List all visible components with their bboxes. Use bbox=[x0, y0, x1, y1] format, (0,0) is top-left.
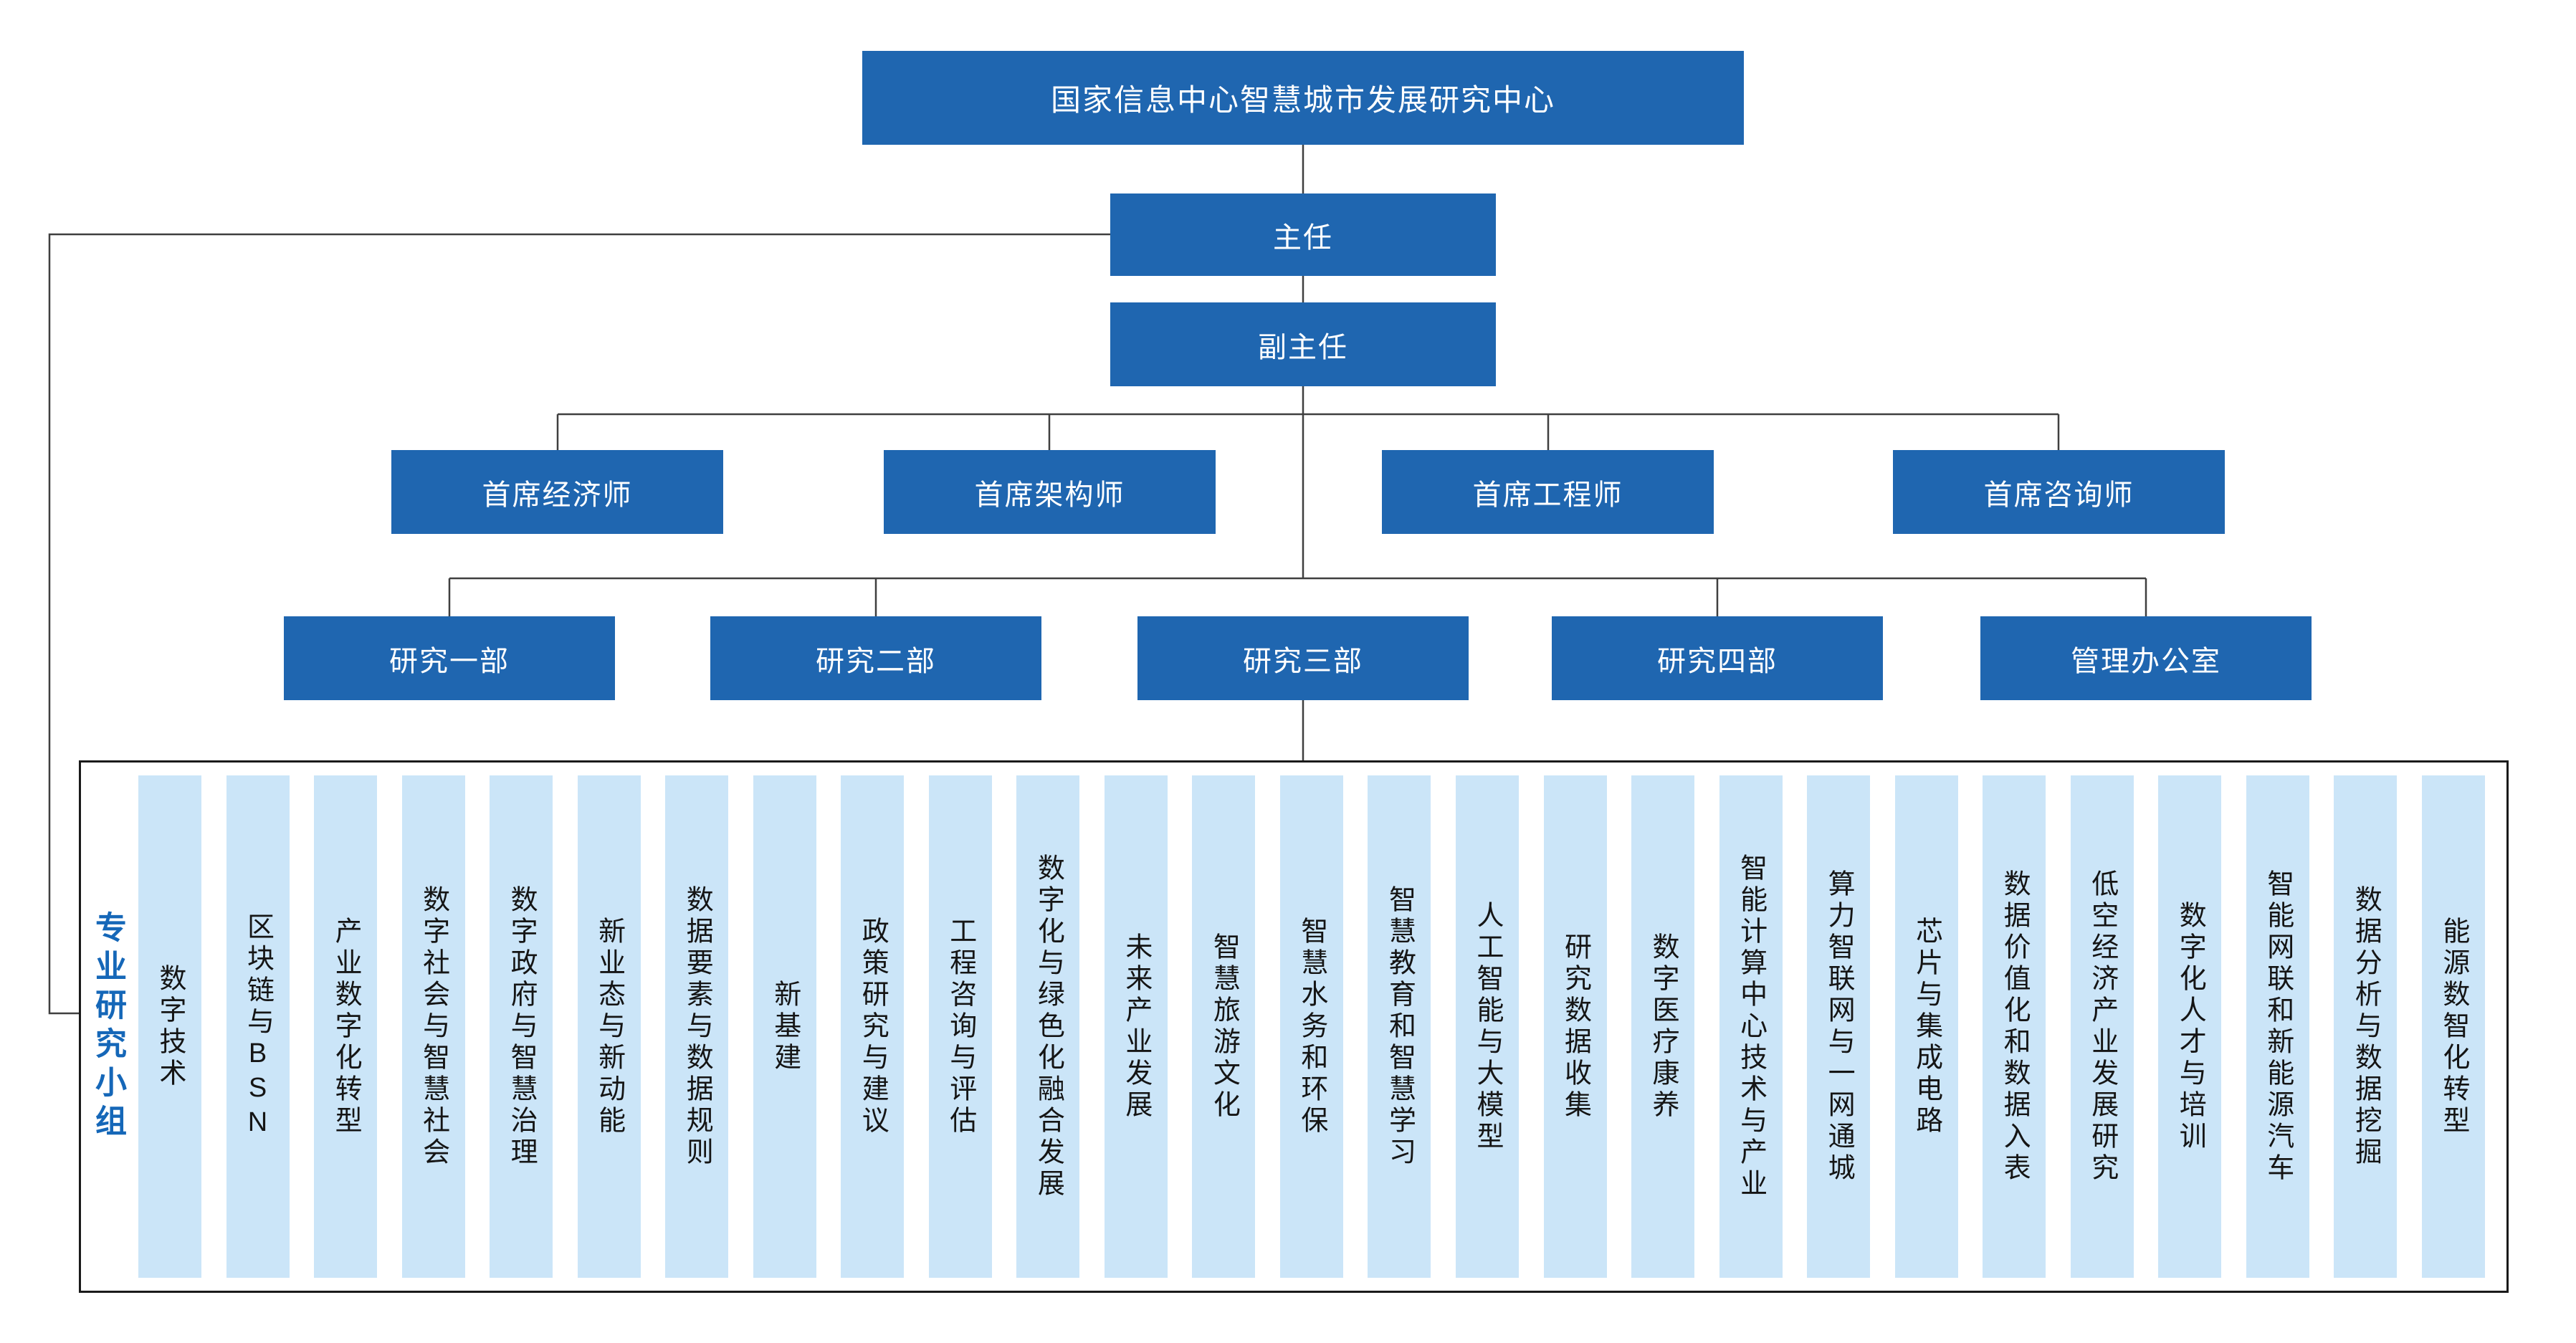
specialty-group-column: 区块链与BSN bbox=[226, 775, 290, 1278]
specialty-group-label: 新基建 bbox=[769, 979, 800, 1074]
specialty-group-column: 数字社会与智慧社会 bbox=[401, 775, 465, 1278]
specialty-group-column: 新业态与新动能 bbox=[577, 775, 641, 1278]
specialty-group-label: 数字技术 bbox=[155, 963, 185, 1090]
specialty-group-label: 区块链与BSN bbox=[242, 912, 273, 1142]
specialty-group-column: 数字政府与智慧治理 bbox=[490, 775, 553, 1278]
specialty-group-column: 人工智能与大模型 bbox=[1455, 775, 1519, 1278]
specialty-panel-label: 专业研究小组 bbox=[90, 910, 125, 1143]
specialty-group-column: 芯片与集成电路 bbox=[1894, 775, 1958, 1278]
specialty-group-label: 数据要素与数据规则 bbox=[682, 884, 712, 1169]
specialty-group-column: 工程咨询与评估 bbox=[928, 775, 992, 1278]
chief-consultant-box: 首席咨询师 bbox=[1893, 450, 2225, 534]
specialty-group-column: 数字医疗康养 bbox=[1631, 775, 1695, 1278]
specialty-group-label: 低空经济产业发展研究 bbox=[2086, 869, 2117, 1185]
specialty-group-column: 数据价值化和数据入表 bbox=[1983, 775, 2046, 1278]
specialty-group-label: 能源数智化转型 bbox=[2438, 916, 2468, 1137]
specialty-group-column: 智能计算中心技术与产业 bbox=[1719, 775, 1783, 1278]
specialty-group-label: 人工智能与大模型 bbox=[1471, 900, 1502, 1153]
specialty-group-label: 数字化与绿色化融合发展 bbox=[1033, 853, 1064, 1200]
specialty-group-label: 政策研究与建议 bbox=[857, 916, 888, 1137]
specialty-group-label: 数字化人才与培训 bbox=[2175, 900, 2205, 1153]
specialty-group-label: 产业数字化转型 bbox=[330, 916, 361, 1137]
specialty-group-label: 算力智联网与一网通城 bbox=[1823, 869, 1854, 1185]
chief-economist-box: 首席经济师 bbox=[391, 450, 723, 534]
specialty-group-column: 新基建 bbox=[753, 775, 816, 1278]
specialty-group-column: 智慧旅游文化 bbox=[1192, 775, 1256, 1278]
specialty-group-label: 数字医疗康养 bbox=[1648, 932, 1679, 1122]
chief-engineer-box: 首席工程师 bbox=[1382, 450, 1714, 534]
specialty-group-label: 数字社会与智慧社会 bbox=[418, 884, 449, 1169]
specialty-group-label: 智慧水务和环保 bbox=[1296, 916, 1327, 1137]
chief-architect-box: 首席架构师 bbox=[884, 450, 1216, 534]
department-one-box: 研究一部 bbox=[284, 616, 615, 700]
specialty-group-column: 数据分析与数据挖掘 bbox=[2334, 775, 2398, 1278]
specialty-group-column: 智慧教育和智慧学习 bbox=[1368, 775, 1431, 1278]
specialty-group-column: 能源数智化转型 bbox=[2421, 775, 2485, 1278]
specialty-group-column: 数字化与绿色化融合发展 bbox=[1016, 775, 1080, 1278]
director-box: 主任 bbox=[1110, 193, 1496, 276]
specialty-group-label: 研究数据收集 bbox=[1560, 932, 1590, 1122]
deputy-director-box: 副主任 bbox=[1110, 302, 1496, 386]
specialty-group-column: 数字技术 bbox=[138, 775, 201, 1278]
specialty-group-column: 研究数据收集 bbox=[1543, 775, 1607, 1278]
specialty-group-column: 政策研究与建议 bbox=[841, 775, 905, 1278]
specialty-group-column: 数据要素与数据规则 bbox=[665, 775, 729, 1278]
specialty-group-label: 数据价值化和数据入表 bbox=[1999, 869, 2030, 1185]
specialty-group-column: 产业数字化转型 bbox=[314, 775, 378, 1278]
specialty-group-label: 智能网联和新能源汽车 bbox=[2262, 869, 2293, 1185]
specialty-group-label: 未来产业发展 bbox=[1120, 932, 1151, 1122]
specialty-group-column: 算力智联网与一网通城 bbox=[1807, 775, 1871, 1278]
specialty-group-column: 智能网联和新能源汽车 bbox=[2246, 775, 2309, 1278]
specialty-group-label: 新业态与新动能 bbox=[593, 916, 624, 1137]
specialty-group-column: 未来产业发展 bbox=[1104, 775, 1168, 1278]
specialty-group-column: 低空经济产业发展研究 bbox=[2070, 775, 2134, 1278]
department-four-box: 研究四部 bbox=[1552, 616, 1883, 700]
specialty-panel-label-wrap: 专业研究小组 bbox=[81, 763, 134, 1291]
org-root-box: 国家信息中心智慧城市发展研究中心 bbox=[862, 51, 1744, 145]
specialty-group-column: 智慧水务和环保 bbox=[1279, 775, 1343, 1278]
specialty-groups: 数字技术 区块链与BSN 产业数字化转型 数字社会与智慧社会 数字政府与智慧治理 新业态与… bbox=[134, 763, 2506, 1291]
management-office-box: 管理办公室 bbox=[1980, 616, 2312, 700]
specialty-panel: 专业研究小组 数字技术 区块链与BSN 产业数字化转型 数字社会与智慧社会 数字政府与智… bbox=[79, 760, 2509, 1293]
specialty-group-label: 智慧教育和智慧学习 bbox=[1384, 884, 1415, 1169]
department-two-box: 研究二部 bbox=[710, 616, 1041, 700]
specialty-group-label: 数字政府与智慧治理 bbox=[506, 884, 537, 1169]
specialty-group-label: 数据分析与数据挖掘 bbox=[2350, 884, 2381, 1169]
specialty-group-column: 数字化人才与培训 bbox=[2158, 775, 2222, 1278]
specialty-group-label: 智慧旅游文化 bbox=[1208, 932, 1239, 1122]
specialty-group-label: 工程咨询与评估 bbox=[945, 916, 975, 1137]
department-three-box: 研究三部 bbox=[1137, 616, 1469, 700]
specialty-group-label: 芯片与集成电路 bbox=[1911, 916, 1942, 1137]
specialty-group-label: 智能计算中心技术与产业 bbox=[1735, 853, 1766, 1200]
